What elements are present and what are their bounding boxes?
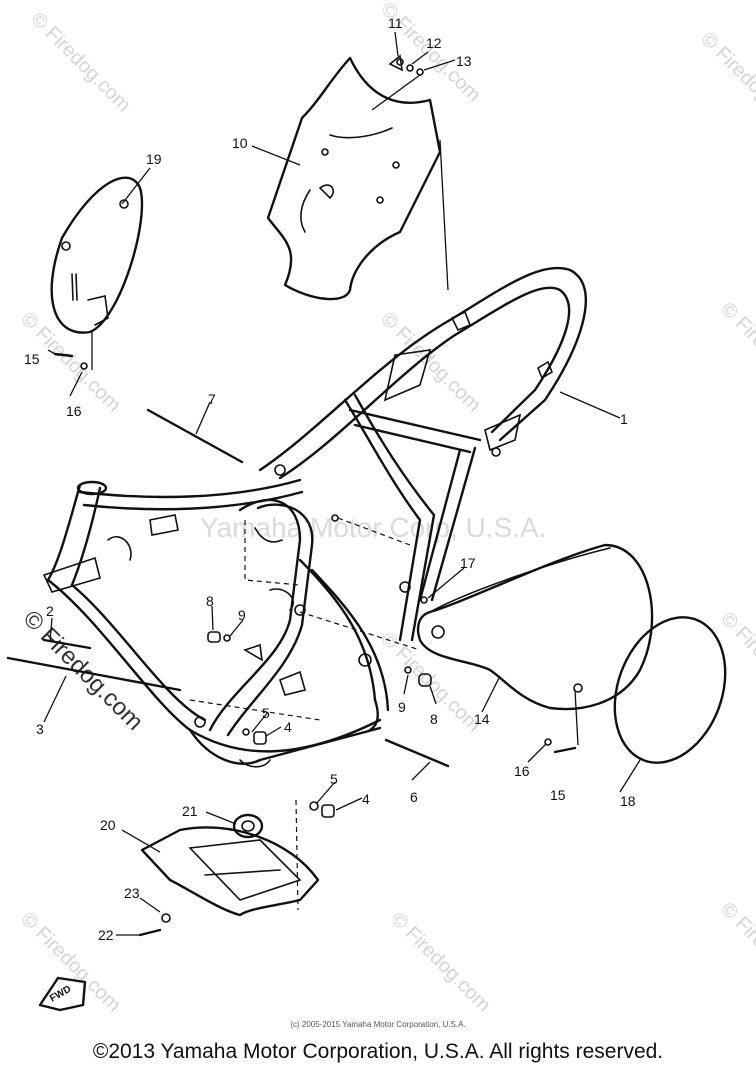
callout-5: 5 (262, 705, 270, 721)
callout-leaders (43, 31, 641, 936)
callout-3: 3 (36, 721, 44, 737)
callout-12: 12 (426, 35, 442, 51)
callout-4: 4 (284, 719, 292, 735)
callout-7: 7 (208, 391, 216, 407)
callout-19: 19 (146, 151, 162, 167)
watermark-tile: © Firedog.com (16, 908, 125, 1017)
callout-21: 21 (182, 803, 198, 819)
footer-copyright: ©2013 Yamaha Motor Corporation, U.S.A. A… (92, 1040, 664, 1063)
callout-23: 23 (124, 885, 140, 901)
reference-lines (91, 74, 579, 911)
callout-8: 8 (430, 711, 438, 727)
callout-18: 18 (620, 793, 636, 809)
watermark-side: © Firedog.com (18, 605, 149, 736)
callout-22: 22 (98, 927, 114, 943)
skid-plate (140, 813, 320, 917)
callout-9: 9 (398, 699, 406, 715)
callout-2: 2 (46, 603, 54, 619)
hardware (6, 54, 577, 937)
callout-16: 16 (66, 403, 82, 419)
callout-20: 20 (100, 817, 116, 833)
watermark-tile: © Firedog.com (26, 8, 135, 117)
callout-16: 16 (514, 763, 530, 779)
callout-6: 6 (410, 789, 418, 805)
rear-fender (266, 56, 442, 301)
callout-8: 8 (206, 593, 214, 609)
right-side-cover (416, 543, 654, 711)
callout-1: 1 (620, 411, 628, 427)
motorcycle-frame (42, 266, 587, 768)
watermark-tile: © Firedog.com (386, 908, 495, 1017)
callout-9: 9 (238, 607, 246, 623)
callout-17: 17 (460, 555, 476, 571)
watermark-tile: © Firedog.com (696, 28, 756, 137)
callout-11: 11 (388, 15, 403, 31)
diagram-copyright: (c) 2005-2015 Yamaha Motor Corporation, … (290, 1020, 466, 1029)
callout-14: 14 (474, 711, 490, 727)
left-side-cover (50, 176, 144, 334)
callout-13: 13 (456, 53, 472, 69)
callout-4: 4 (362, 791, 370, 807)
side-cover-decal (613, 616, 727, 764)
watermark-tile: © Firedog.com (716, 898, 756, 1007)
callout-10: 10 (232, 135, 248, 151)
watermark-center: Yamaha Motor Corp, U.S.A. (200, 512, 547, 543)
callout-15: 15 (24, 351, 40, 367)
callout-15: 15 (550, 787, 566, 803)
callout-5: 5 (330, 771, 338, 787)
watermark-tile: © Firedog.com (716, 298, 756, 407)
callout-numbers: 1 2 3 4 4 5 5 6 7 8 8 9 9 10 11 12 13 14… (24, 15, 636, 943)
